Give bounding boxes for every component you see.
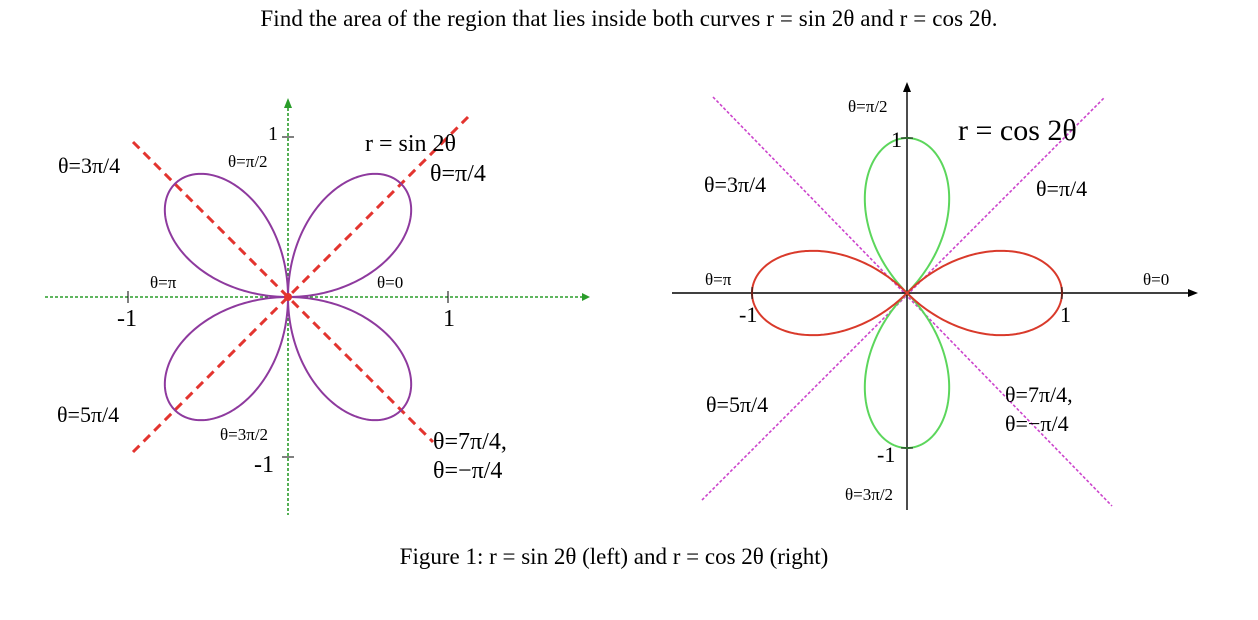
left-tick-label-x-pos: 1 <box>443 306 455 332</box>
left-diagonal-pi-4 <box>131 115 470 454</box>
right-label-theta-3pi-2: θ=3π/2 <box>845 485 893 504</box>
right-label-theta-5pi-4: θ=5π/4 <box>706 392 768 417</box>
right-tick-label-y-neg: -1 <box>877 442 895 467</box>
left-label-theta-7pi-4: θ=7π/4, <box>433 429 507 455</box>
left-tick-label-x-neg: -1 <box>117 306 137 332</box>
right-label-theta-neg-pi-4: θ=−π/4 <box>1005 411 1069 436</box>
right-tick-label-x-pos: 1 <box>1060 302 1071 327</box>
right-label-theta-pi-4: θ=π/4 <box>1036 176 1087 201</box>
left-tick-label-y-pos: 1 <box>268 123 278 145</box>
right-tick-label-y-pos: 1 <box>891 127 902 152</box>
right-x-axis-arrow <box>1188 289 1198 297</box>
left-label-theta-pi-4: θ=π/4 <box>430 161 486 187</box>
left-label-theta-3pi-4: θ=3π/4 <box>58 153 120 178</box>
left-label-theta-neg-pi-4: θ=−π/4 <box>433 458 502 484</box>
left-origin-marker <box>284 293 292 301</box>
figure-caption: Figure 1: r = sin 2θ (left) and r = cos … <box>399 544 829 569</box>
left-title: r = sin 2θ <box>365 131 456 157</box>
left-label-theta-pi-2: θ=π/2 <box>228 152 268 171</box>
right-label-theta-pi-2: θ=π/2 <box>848 97 888 116</box>
right-tick-label-x-neg: -1 <box>739 302 757 327</box>
left-label-theta-3pi-2: θ=3π/2 <box>220 425 268 444</box>
left-y-axis-arrow <box>284 98 292 108</box>
left-label-theta-5pi-4: θ=5π/4 <box>57 402 119 427</box>
left-tick-label-y-neg: -1 <box>254 452 274 478</box>
left-label-theta-0: θ=0 <box>377 273 403 292</box>
right-label-theta-pi: θ=π <box>705 270 732 289</box>
right-diagonal-pi-4 <box>701 96 1106 501</box>
left-label-theta-pi: θ=π <box>150 273 177 292</box>
right-label-theta-3pi-4: θ=3π/4 <box>704 172 766 197</box>
right-label-theta-7pi-4: θ=7π/4, <box>1005 382 1073 407</box>
right-title: r = cos 2θ <box>958 114 1077 147</box>
left-diagonal-3pi-4 <box>131 140 435 444</box>
right-diagonal-3pi-4 <box>712 96 1113 507</box>
right-label-theta-0: θ=0 <box>1143 270 1169 289</box>
problem-statement: Find the area of the region that lies in… <box>260 6 998 31</box>
right-y-axis-arrow <box>903 82 911 92</box>
left-x-axis-arrow <box>582 293 590 301</box>
